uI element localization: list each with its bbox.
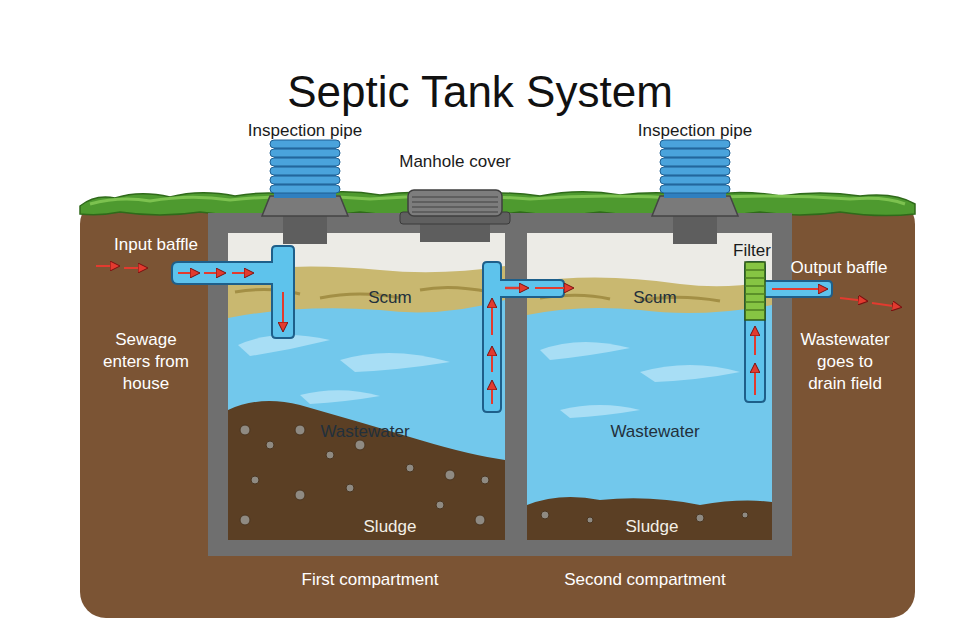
water-swirl	[340, 353, 450, 372]
flow-connector	[505, 287, 527, 290]
pebble	[445, 470, 455, 480]
scum-texture	[540, 295, 720, 301]
inspection-pipe	[262, 140, 348, 244]
part-label: Output baffle	[790, 257, 887, 279]
pipe-rib	[270, 185, 340, 193]
tank-wall	[208, 213, 792, 556]
pipe-rib	[660, 167, 730, 175]
flow-arrow	[840, 298, 866, 301]
pipe-rib	[660, 158, 730, 166]
manhole-cover	[400, 190, 510, 242]
pipe-base	[262, 196, 348, 216]
compartment-label: Second compartment	[564, 569, 726, 591]
flow-arrow	[96, 265, 118, 267]
flow-arrow	[232, 272, 252, 274]
pipe-rib	[270, 158, 340, 166]
flow-arrow	[491, 382, 493, 404]
tank-compartment: ScumWastewaterSludgeSecond compartment	[527, 233, 772, 540]
pipe-rib	[270, 167, 340, 175]
sludge-layer	[228, 401, 505, 540]
pebble	[481, 476, 489, 484]
flow-arrow	[178, 272, 198, 274]
layer-label: Sludge	[626, 516, 679, 538]
pebble	[240, 515, 250, 525]
flow-arrow	[754, 328, 756, 355]
layer-label: Sludge	[364, 516, 417, 538]
filter-mesh	[745, 270, 765, 310]
compartment-label: First compartment	[302, 569, 439, 591]
flow-arrow	[491, 348, 493, 372]
ground	[80, 198, 915, 618]
wastewater-layer	[527, 292, 772, 540]
pebble	[266, 441, 274, 449]
layer-label: Scum	[368, 287, 411, 309]
pebble	[251, 476, 259, 484]
flow-arrow	[772, 288, 826, 290]
layer-label: Wastewater	[320, 421, 409, 443]
pebble	[587, 517, 593, 523]
diagram-title: Septic Tank System	[287, 66, 673, 118]
flow-arrow	[491, 300, 493, 335]
pipe-rib	[660, 176, 730, 184]
input-baffle-pipe	[172, 246, 294, 338]
pebble	[406, 464, 414, 472]
part-label: Filter	[733, 240, 771, 262]
part-label: Inspection pipe	[638, 120, 752, 142]
pipe-rib	[660, 140, 730, 148]
pipe-rib	[660, 185, 730, 193]
water-swirl	[300, 390, 380, 404]
layer-label: Wastewater	[610, 421, 699, 443]
part-label: Input baffle	[114, 234, 198, 256]
part-label: Manhole cover	[399, 151, 511, 173]
manhole-ribs	[412, 197, 498, 212]
flow-arrow	[872, 303, 900, 307]
pebble	[742, 512, 748, 518]
sludge-layer	[527, 497, 772, 540]
part-label: Inspection pipe	[248, 120, 362, 142]
wastewater-layer	[228, 285, 505, 540]
pipe-rib	[270, 176, 340, 184]
tank-compartment: ScumWastewaterSludgeFirst compartment	[228, 233, 505, 540]
layer-label: Scum	[633, 287, 676, 309]
water-swirl	[540, 342, 630, 360]
pipe-rib	[660, 149, 730, 157]
pipe-rib	[270, 140, 340, 148]
flow-arrow	[282, 292, 284, 330]
water-swirl	[640, 365, 740, 382]
pebble	[355, 440, 365, 450]
pebble	[436, 501, 444, 509]
pebble	[295, 425, 305, 435]
pebble	[326, 451, 334, 459]
pebble	[696, 514, 704, 522]
water-swirl	[560, 405, 640, 418]
pipe-rib	[270, 149, 340, 157]
air-space	[527, 233, 772, 540]
flow-note: Sewage enters from house	[96, 329, 196, 395]
flow-arrow	[204, 272, 224, 274]
pebble	[541, 511, 549, 519]
pebble	[295, 490, 305, 500]
manhole-lid	[408, 190, 502, 216]
pebble	[475, 515, 485, 525]
flow-note: Wastewater goes to drain field	[798, 329, 892, 395]
flow-arrow	[124, 267, 146, 269]
effluent-filter	[745, 262, 765, 320]
second-compartment-interior	[527, 233, 772, 540]
transfer-baffle-pipe	[483, 262, 564, 412]
pebble	[240, 425, 250, 435]
inspection-pipe	[652, 140, 738, 244]
flow-arrows	[96, 266, 900, 404]
flow-arrow	[535, 287, 572, 289]
flow-arrow	[754, 365, 756, 395]
filter-body	[745, 262, 765, 320]
pipe-base	[652, 196, 738, 216]
pebble	[346, 484, 354, 492]
